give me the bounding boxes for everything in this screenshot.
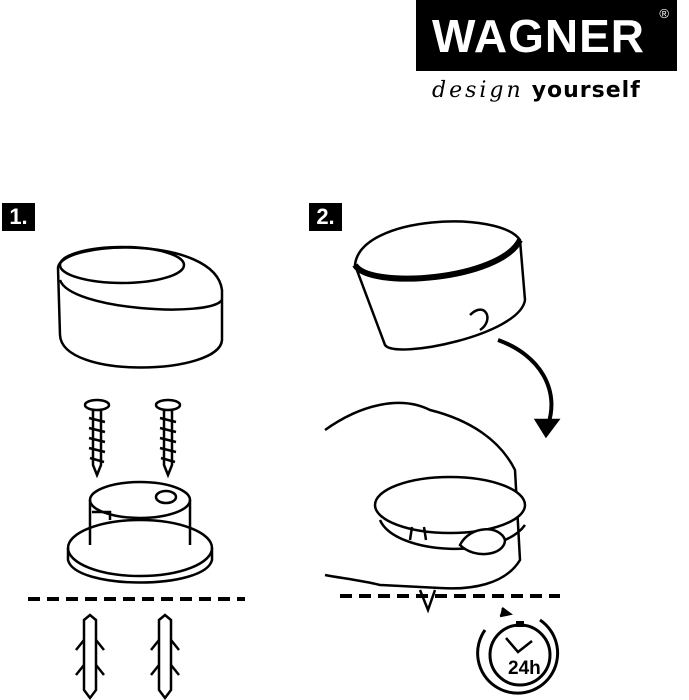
tagline: design yourself — [432, 77, 641, 103]
wall-plug-icon — [75, 613, 105, 700]
registered-mark: ® — [659, 6, 669, 21]
wall-plug-icon — [150, 613, 180, 700]
step-1-badge: 1. — [2, 203, 35, 231]
door-stop-cap — [56, 245, 224, 369]
step-2-badge: 2. — [309, 203, 342, 231]
clock-24h-label: 24h — [508, 658, 541, 679]
door-stop-cap-tilted — [352, 220, 527, 351]
curved-arrow-icon — [497, 338, 561, 439]
wagner-logo: WAGNER ® — [416, 0, 677, 71]
logo-brand: WAGNER — [432, 10, 645, 62]
screw-icon — [154, 398, 182, 479]
tagline-yourself: yourself — [531, 78, 641, 103]
hand-pressing-cap — [324, 401, 527, 614]
screw-icon — [83, 398, 111, 479]
tagline-design: design — [432, 78, 524, 103]
clock-24h-icon — [476, 607, 560, 695]
mounting-base — [66, 480, 214, 584]
